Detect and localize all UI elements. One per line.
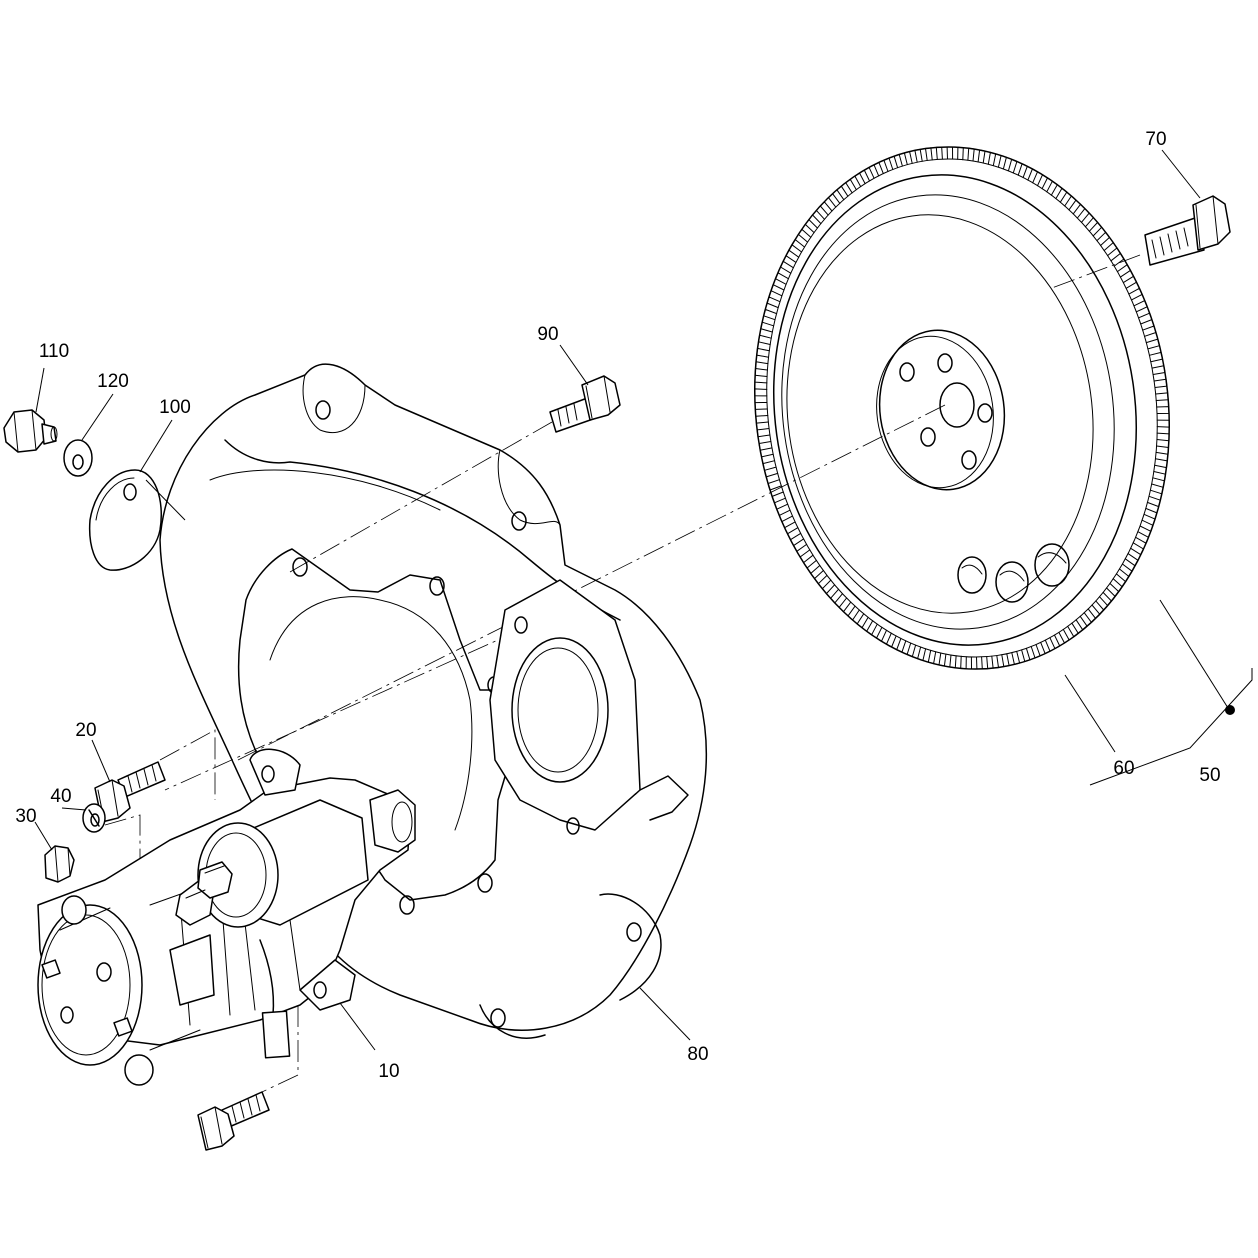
ring-gear-teeth — [754, 146, 1170, 670]
callout-90: 90 — [537, 324, 558, 345]
callout-60: 60 — [1113, 758, 1134, 779]
cover-plate — [88, 469, 162, 571]
nut — [44, 845, 75, 883]
flywheel-housing — [159, 363, 708, 1039]
callout-30: 30 — [15, 806, 36, 827]
sealing-washer — [63, 439, 93, 477]
flywheel-bolt — [1144, 195, 1231, 266]
callout-10: 10 — [378, 1061, 399, 1082]
lock-washer — [82, 803, 106, 833]
callout-50: 50 — [1199, 765, 1220, 786]
reference-dot — [1225, 705, 1235, 715]
plug — [3, 409, 58, 453]
leader-lines — [34, 149, 1253, 1051]
flywheel — [754, 146, 1170, 670]
callout-numbers: 110 120 100 90 70 20 30 40 10 80 60 50 — [15, 129, 1220, 1082]
callout-70: 70 — [1145, 129, 1166, 150]
callout-120: 120 — [97, 371, 129, 392]
callout-100: 100 — [159, 397, 191, 418]
callout-80: 80 — [687, 1044, 708, 1065]
callout-110: 110 — [39, 341, 69, 362]
starter-bolt-lower — [197, 1091, 270, 1151]
callout-40: 40 — [50, 786, 71, 807]
starter-motor — [37, 748, 416, 1086]
callout-20: 20 — [75, 720, 96, 741]
housing-bolt — [549, 375, 621, 433]
